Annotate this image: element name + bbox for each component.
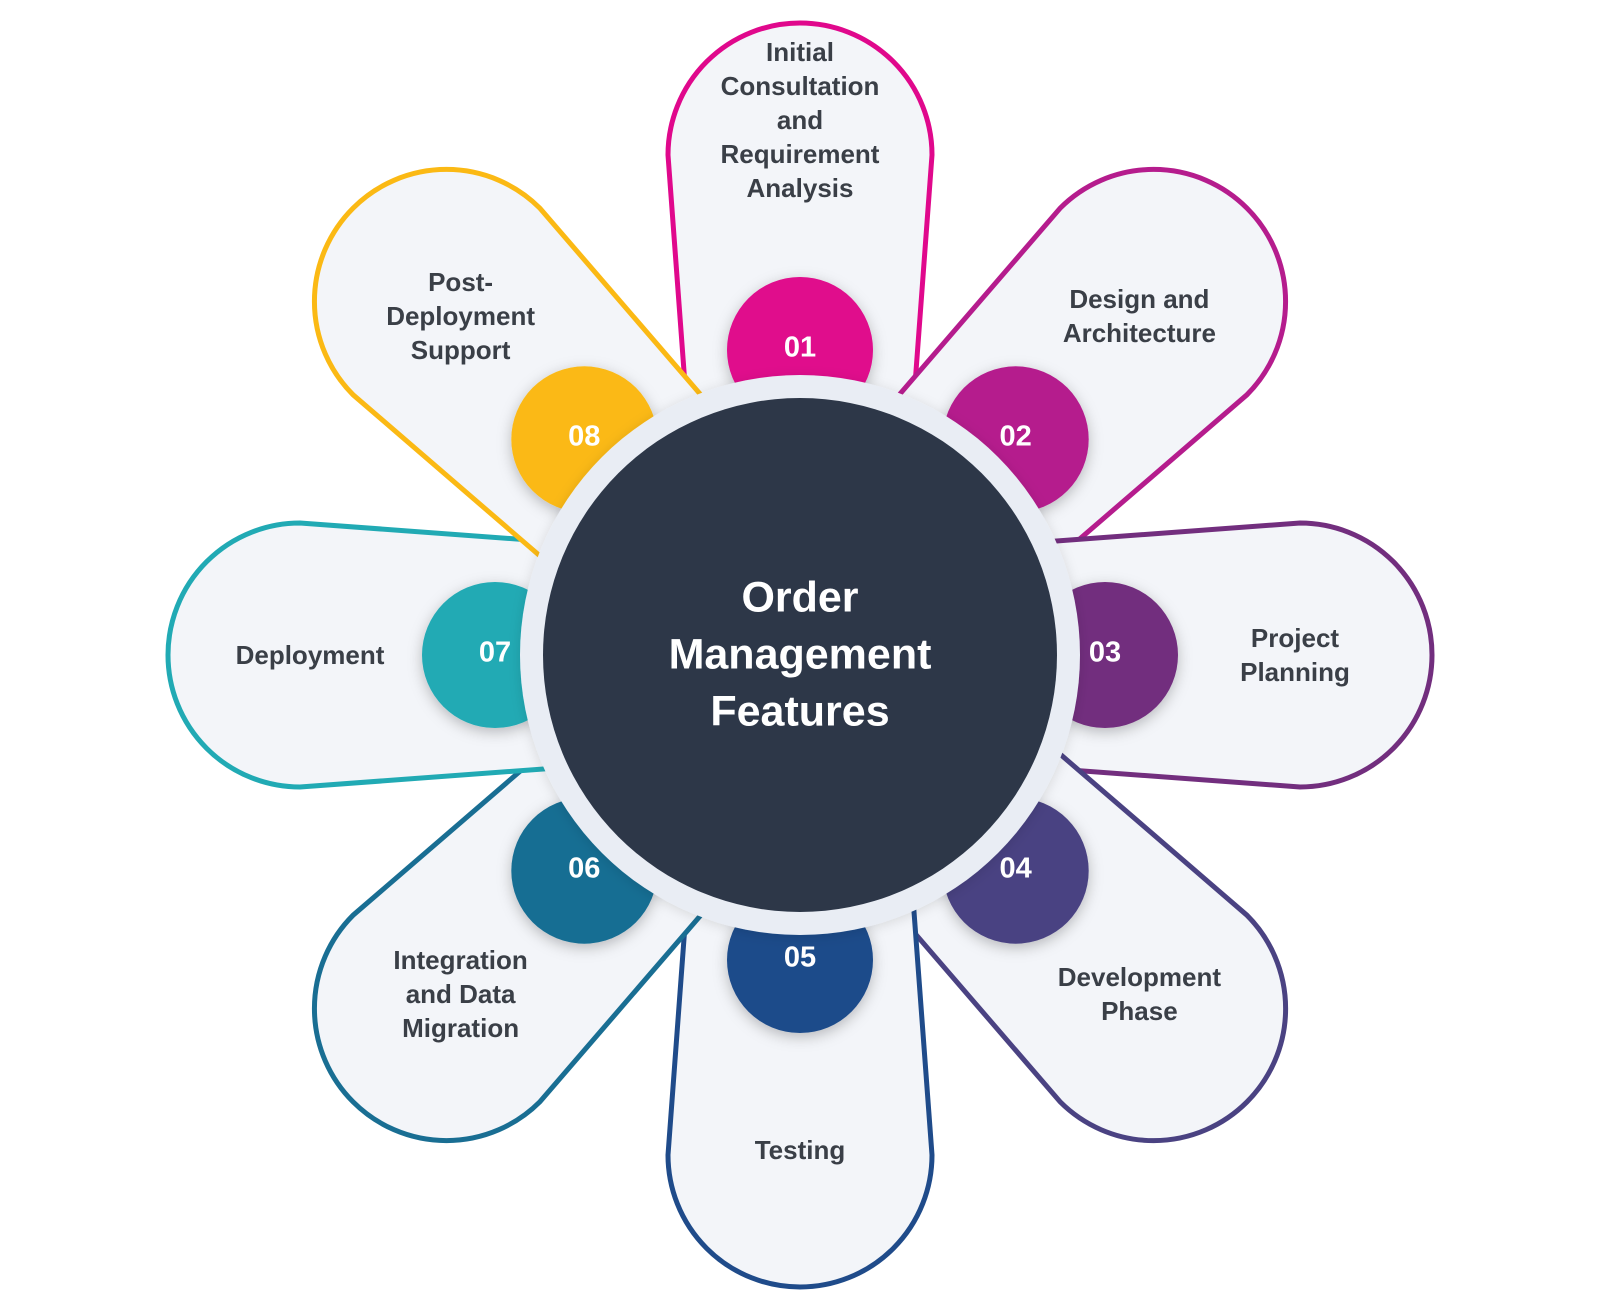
step-number: 06 [568, 852, 601, 885]
step-label: Testing [754, 1135, 846, 1165]
step-label: Project Planning [1240, 623, 1350, 687]
step-number: 04 [999, 852, 1032, 885]
step-label: Development Phase [1057, 962, 1222, 1027]
step-label: Post- Deployment Support [386, 266, 535, 365]
center-disc [543, 398, 1057, 912]
step-label: Initial Consultation and Requirement Ana… [720, 37, 880, 203]
step-number: 08 [568, 420, 601, 453]
step-number: 02 [999, 420, 1032, 453]
step-number: 07 [478, 636, 512, 669]
step-number: 05 [783, 941, 817, 974]
step-number: 03 [1088, 636, 1122, 669]
step-label: Deployment [235, 640, 385, 670]
step-number: 01 [783, 331, 817, 364]
center-title: Order Management Features [668, 573, 932, 736]
step-label: Integration and Data Migration [393, 945, 528, 1044]
step-label: Design and Architecture [1062, 283, 1216, 348]
